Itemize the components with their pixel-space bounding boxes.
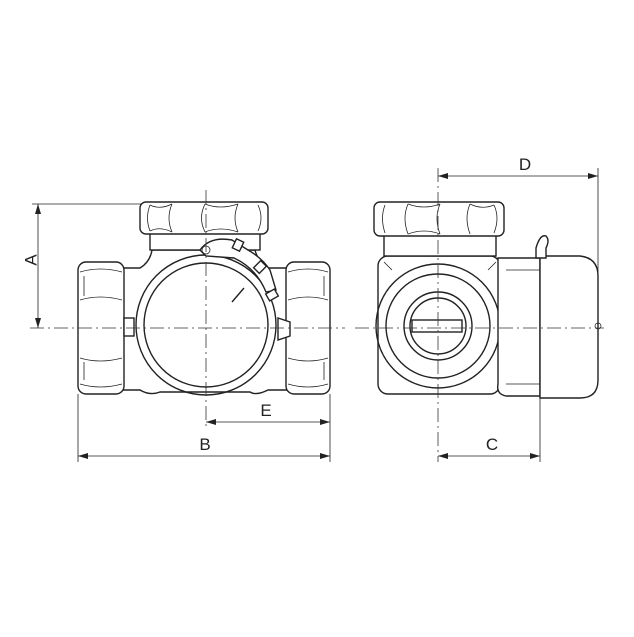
side-actuator-housing: [496, 235, 602, 399]
label-E: E: [260, 401, 271, 420]
label-B: B: [199, 435, 210, 454]
side-view: [355, 168, 604, 462]
front-left-nut: [77, 261, 135, 395]
dimension-E: E: [206, 401, 330, 425]
front-top-nut: [139, 201, 269, 251]
front-view: [30, 190, 345, 428]
front-actuator-dial: [135, 237, 280, 396]
side-top-nut: [373, 201, 505, 271]
dimension-C: C: [438, 398, 541, 462]
label-A: A: [21, 254, 40, 266]
label-D: D: [519, 155, 531, 174]
label-C: C: [486, 435, 498, 454]
dimension-D: D: [438, 155, 599, 326]
dimension-B: B: [77, 394, 331, 462]
dimension-A: A: [21, 203, 142, 328]
